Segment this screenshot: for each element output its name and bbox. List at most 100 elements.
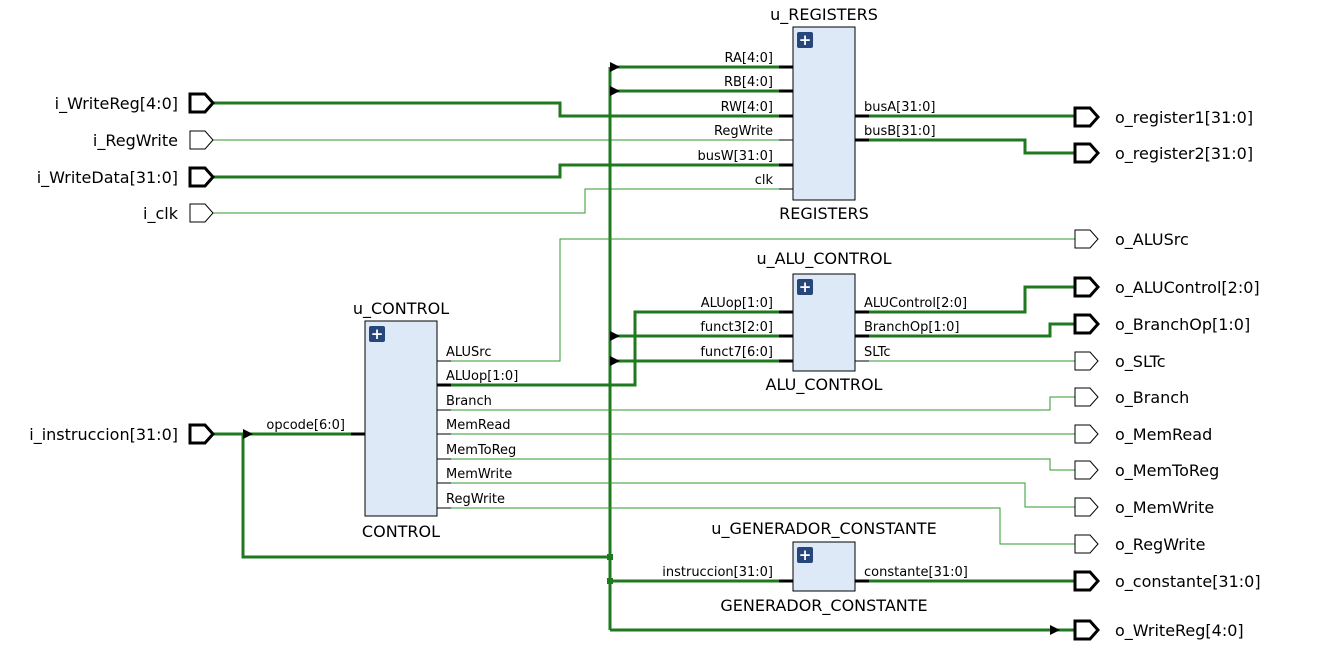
cell-generador[interactable]: u_GENERADOR_CONSTANTEGENERADOR_CONSTANTE… — [662, 519, 968, 616]
output-port-o-alusrc[interactable]: o_ALUSrc — [1074, 229, 1189, 250]
output-port-label: o_SLTc — [1115, 352, 1166, 372]
cell-type-name: REGISTERS — [779, 204, 869, 223]
output-port-o-mem-to-reg[interactable]: o_MemToReg — [1074, 460, 1219, 481]
pin-label-branch-op: BranchOp[1:0] — [864, 320, 959, 335]
port-icon[interactable] — [1074, 534, 1099, 554]
pin-label-clk: clk — [755, 173, 774, 188]
output-port-label: o_MemRead — [1115, 425, 1212, 445]
port-icon[interactable] — [189, 130, 214, 150]
port-icon[interactable] — [1074, 351, 1099, 371]
input-port-i-reg-write[interactable]: i_RegWrite — [93, 130, 214, 151]
expand-icon-glyph: + — [799, 546, 812, 564]
output-port-o-write-reg[interactable]: o_WriteReg[4:0] — [1073, 619, 1244, 641]
pin-label-bus-w: busW[31:0] — [698, 149, 773, 164]
cell-type-name: CONTROL — [362, 522, 440, 541]
pin-label-instruccion: instruccion[31:0] — [662, 565, 773, 580]
port-icon[interactable] — [1073, 619, 1101, 641]
wire-bus-b — [855, 138, 1075, 155]
pin-label-constante: constante[31:0] — [864, 565, 968, 580]
input-port-i-clk[interactable]: i_clk — [143, 203, 214, 224]
wire-arrow-icon — [610, 356, 620, 366]
port-icon[interactable] — [188, 423, 216, 445]
output-port-label: o_BranchOp[1:0] — [1115, 315, 1250, 335]
cell-instance-name: u_ALU_CONTROL — [756, 249, 891, 269]
wires-layer — [212, 62, 1075, 635]
expand-icon[interactable]: + — [797, 31, 813, 49]
output-port-o-branch-op[interactable]: o_BranchOp[1:0] — [1073, 313, 1250, 335]
wire-memwrite — [437, 482, 1075, 508]
port-icon[interactable] — [1073, 142, 1101, 164]
output-port-label: o_WriteReg[4:0] — [1115, 621, 1244, 641]
cell-type-name: ALU_CONTROL — [766, 375, 883, 395]
port-icon[interactable] — [1073, 570, 1101, 592]
wire-arrow-icon — [243, 429, 253, 439]
expand-icon-bg[interactable] — [797, 32, 813, 48]
output-port-label: o_ALUControl[2:0] — [1115, 278, 1260, 298]
output-port-o-mem-read[interactable]: o_MemRead — [1074, 424, 1212, 445]
pin-label-bus-b: busB[31:0] — [864, 124, 936, 139]
output-port-o-branch[interactable]: o_Branch — [1074, 387, 1189, 408]
expand-icon[interactable]: + — [797, 546, 813, 564]
expand-icon-bg[interactable] — [369, 326, 385, 342]
wire-memtoreg — [437, 458, 1075, 471]
input-port-i-write-reg[interactable]: i_WriteReg[4:0] — [55, 92, 216, 114]
pin-label-rb: RB[4:0] — [724, 75, 773, 90]
port-icon[interactable] — [1074, 460, 1099, 480]
pin-label-reg-write: RegWrite — [714, 124, 773, 139]
cell-control[interactable]: u_CONTROLCONTROL+opcode[6:0]ALUSrcALUop[… — [266, 299, 518, 541]
cell-type-name: GENERADOR_CONSTANTE — [720, 596, 927, 616]
wire-alusrc — [437, 238, 1075, 362]
wire-aluop — [437, 310, 793, 387]
output-port-o-mem-write[interactable]: o_MemWrite — [1074, 497, 1214, 518]
pin-label-mem-write: MemWrite — [446, 467, 512, 482]
port-icon[interactable] — [189, 203, 214, 223]
input-port-i-write-data[interactable]: i_WriteData[31:0] — [37, 166, 216, 188]
pin-label-alucontrol: ALUControl[2:0] — [864, 296, 967, 311]
wire-arrow-icon — [610, 331, 620, 341]
port-icon[interactable] — [1073, 106, 1101, 128]
output-port-o-sltc[interactable]: o_SLTc — [1074, 351, 1166, 372]
pin-label-alusrc: ALUSrc — [446, 345, 491, 360]
pin-label-opcode: opcode[6:0] — [266, 418, 345, 433]
cell-registers[interactable]: u_REGISTERSREGISTERS+RA[4:0]RB[4:0]RW[4:… — [698, 5, 936, 223]
cell-box[interactable] — [792, 26, 856, 201]
input-port-i-instruccion[interactable]: i_instruccion[31:0] — [29, 423, 216, 445]
output-port-o-alucontrol[interactable]: o_ALUControl[2:0] — [1073, 276, 1260, 298]
output-port-o-register1[interactable]: o_register1[31:0] — [1073, 106, 1253, 128]
port-icon[interactable] — [1074, 229, 1099, 249]
port-icon[interactable] — [1073, 313, 1101, 335]
output-port-o-constante[interactable]: o_constante[31:0] — [1073, 570, 1261, 592]
port-icon[interactable] — [1074, 497, 1099, 517]
output-port-o-register2[interactable]: o_register2[31:0] — [1073, 142, 1253, 164]
port-icon[interactable] — [1073, 276, 1101, 298]
cell-alu-control[interactable]: u_ALU_CONTROLALU_CONTROL+ALUop[1:0]funct… — [700, 249, 967, 395]
expand-icon-bg[interactable] — [797, 547, 813, 563]
wire-branch — [437, 396, 1075, 411]
pin-label-funct3: funct3[2:0] — [700, 320, 773, 335]
port-icon[interactable] — [188, 92, 216, 114]
port-icon[interactable] — [1074, 387, 1099, 407]
wire-instruccion-down — [241, 434, 610, 559]
expand-icon-bg[interactable] — [797, 279, 813, 295]
expand-icon[interactable]: + — [369, 325, 385, 343]
wire-alu-control — [855, 285, 1075, 314]
output-port-label: o_register1[31:0] — [1115, 108, 1253, 128]
ports-layer: i_WriteReg[4:0] i_RegWrite i_WriteData[31:… — [29, 92, 1261, 641]
cell-instance-name: u_REGISTERS — [770, 5, 878, 25]
cell-box[interactable] — [364, 320, 438, 517]
pin-label-sltc: SLTc — [864, 345, 891, 360]
output-port-label: o_RegWrite — [1115, 535, 1205, 555]
expand-icon[interactable]: + — [797, 278, 813, 296]
wire-write-data — [212, 163, 793, 179]
pin-label-ra: RA[4:0] — [725, 51, 773, 66]
pin-label-branch: Branch — [446, 394, 492, 409]
input-port-label: i_RegWrite — [93, 131, 178, 151]
output-port-o-reg-write[interactable]: o_RegWrite — [1074, 534, 1205, 555]
port-icon[interactable] — [188, 166, 216, 188]
output-port-label: o_constante[31:0] — [1115, 572, 1261, 592]
wire-regwrite — [437, 507, 1075, 545]
wire-clk — [212, 188, 793, 214]
port-icon[interactable] — [1074, 424, 1099, 444]
output-port-label: o_register2[31:0] — [1115, 144, 1253, 164]
